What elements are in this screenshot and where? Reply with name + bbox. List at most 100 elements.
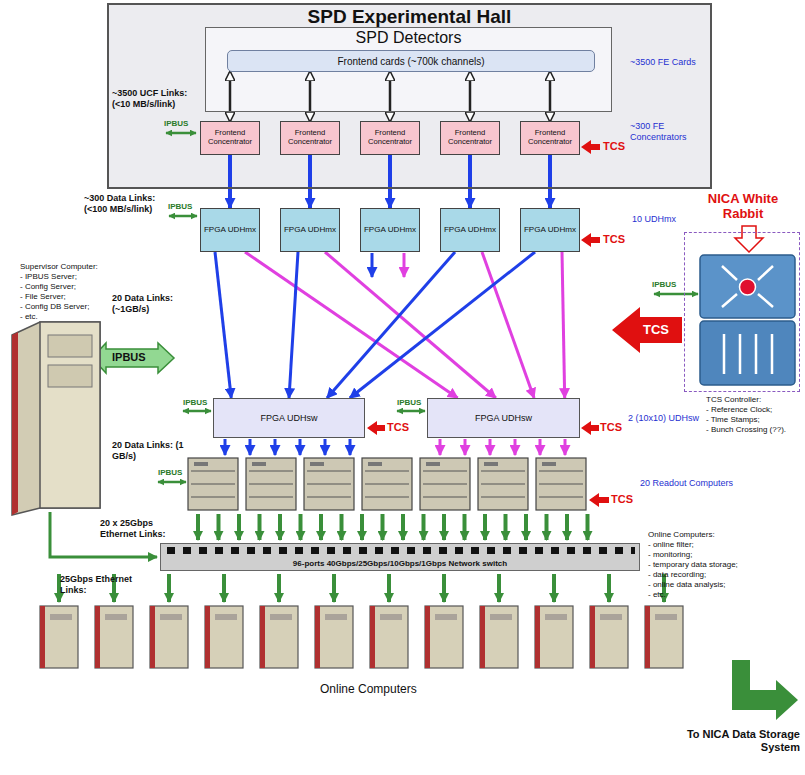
data-link-arrow [539, 439, 542, 455]
online-computer-edge [95, 606, 100, 668]
link-note: ~300 Data Links: (<100 MB/s/link) [84, 193, 166, 215]
online-computer [370, 606, 408, 668]
link-note: 25Gbps Ethernet Links: [60, 574, 140, 596]
online-computer-edge [480, 606, 485, 668]
network-switch: 96-ports 40Gbps/25Gbps/10Gbps/1Gbps Netw… [160, 543, 640, 571]
list-line: - online filter; [648, 540, 694, 550]
tcs-tag: TCS [643, 322, 669, 338]
drive-bay [655, 614, 677, 620]
link-note: 20 x 25Gbps Ethernet Links: [100, 518, 180, 540]
list-line: Supervisor Computer: [20, 262, 98, 272]
list-line: - etc. [648, 590, 666, 600]
data-link [549, 72, 552, 121]
ipbus-tag: IPBUS [164, 119, 188, 129]
rack-line [423, 471, 467, 472]
node-label: Frontend Concentrator [521, 129, 579, 147]
ipbus-tag: IPBUS [183, 398, 207, 408]
online-computer [315, 606, 353, 668]
switch-icon [700, 321, 795, 385]
data-link [289, 252, 298, 398]
tcs-tag: TCS [387, 421, 409, 434]
count-note: ~3500 FE Cards [630, 57, 696, 68]
ethernet-arrow [360, 514, 364, 540]
ethernet-arrow [422, 514, 426, 540]
ipbus-tag: IPBUS [168, 202, 192, 212]
drive-bay [160, 614, 182, 620]
readout-computer [420, 458, 470, 510]
rack-line [249, 471, 293, 472]
ipbus-tag: IPBUS [112, 351, 146, 364]
ethernet-arrow [332, 574, 336, 602]
switch-arrows [722, 266, 773, 374]
ethernet-arrow [277, 574, 281, 602]
node-label: 96-ports 40Gbps/25Gbps/10Gbps/1Gbps Netw… [293, 559, 507, 570]
data-link-arrow [489, 439, 492, 455]
online-computer [590, 606, 628, 668]
online-computer-edge [40, 606, 45, 668]
list-line: - Config Server; [20, 282, 76, 292]
supervisor-computer [48, 335, 92, 357]
list-line: - Reference Clock; [706, 405, 772, 415]
ethernet-arrow [299, 514, 303, 540]
hall-box: SPD Experimental HallSPD DetectorsFronte… [107, 3, 712, 189]
drive-bay [270, 614, 292, 620]
data-link [229, 72, 232, 121]
rack-slot [252, 462, 266, 466]
online-computer [40, 606, 78, 668]
node-label: FPGA UDHsw [260, 413, 317, 424]
ethernet-arrow [278, 514, 282, 540]
detector-box: SPD DetectorsFrontend cards (~700k chann… [205, 27, 612, 112]
rack-line [539, 484, 583, 485]
node-label: FPGA UDHmx [524, 225, 576, 235]
ipbus-arrow [158, 481, 186, 484]
drive-bay [50, 614, 72, 620]
ethernet-arrow [524, 514, 528, 540]
data-link-stub [403, 253, 406, 277]
data-link [327, 252, 455, 398]
ipbus-arrow [169, 215, 197, 218]
supervisor-computer [12, 332, 18, 515]
list-line: - monitoring; [648, 550, 692, 560]
tcs-block-arrow [612, 307, 682, 353]
udhsw-box: FPGA UDHsw [213, 398, 365, 438]
online-computer-edge [205, 606, 210, 668]
data-link [562, 252, 565, 398]
rack-line [539, 497, 583, 498]
udhmx-box: FPGA UDHmx [360, 208, 420, 252]
readout-computer [536, 458, 586, 510]
supervisor-computer [12, 322, 100, 515]
ethernet-arrow [586, 514, 590, 540]
repeated-parts [40, 439, 683, 668]
concentrator-box: Frontend Concentrator [200, 121, 260, 155]
rack-line [481, 471, 525, 472]
node-label: FPGA UDHmx [284, 225, 336, 235]
data-link-arrow [224, 439, 227, 455]
data-link [468, 155, 472, 208]
online-computer-edge [370, 606, 375, 668]
link-note: ~3500 UCF Links: (<10 MB/s/link) [112, 88, 200, 110]
list-line: Online Computers: [648, 530, 715, 540]
online-computer [150, 606, 188, 668]
data-link-arrow [249, 439, 252, 455]
node-label: Frontend cards (~700k channels) [337, 56, 484, 67]
data-link [309, 72, 312, 121]
ipbus-arrow [183, 410, 211, 413]
rack-line [191, 497, 235, 498]
udhmx-box: FPGA UDHmx [200, 208, 260, 252]
ethernet-arrow [222, 574, 226, 602]
concentrator-box: Frontend Concentrator [360, 121, 420, 155]
ethernet-arrow [497, 574, 501, 602]
ipbus-tag: IPBUS [397, 398, 421, 408]
ipbus-arrow [654, 293, 698, 296]
ethernet-arrow [545, 514, 549, 540]
list-line: - Bunch Crossing (??). [706, 425, 786, 435]
white-rabbit-arrow [735, 226, 763, 252]
rack-line [423, 484, 467, 485]
node-label: Frontend Concentrator [441, 129, 499, 147]
ethernet-arrow [504, 514, 508, 540]
ethernet-arrow [463, 514, 467, 540]
udhmx-box: FPGA UDHmx [440, 208, 500, 252]
node-heading: NICA White Rabbit [693, 192, 793, 222]
node-label: FPGA UDHmx [444, 225, 496, 235]
